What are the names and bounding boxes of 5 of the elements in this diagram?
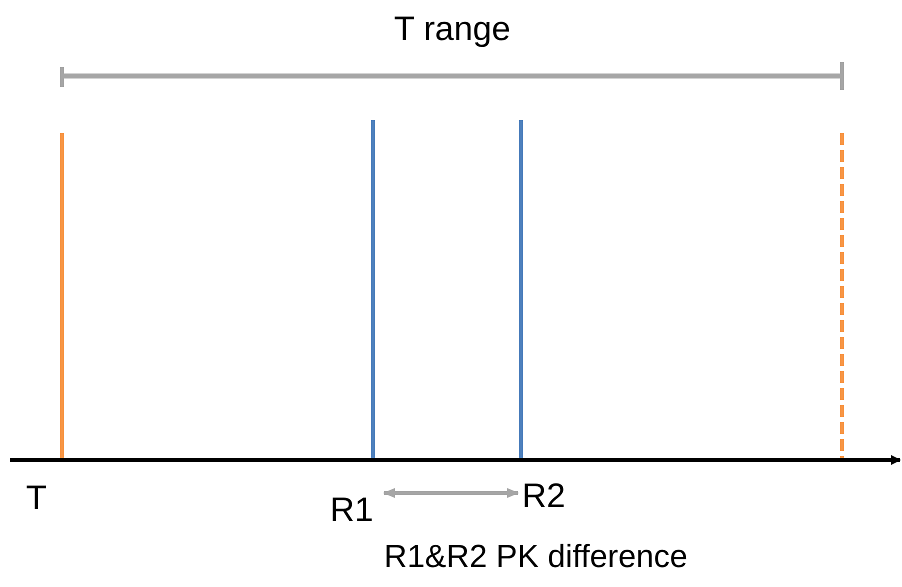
- axis-label: T: [26, 481, 47, 515]
- dimension-label: R1&R2 PK difference: [384, 540, 688, 572]
- axis-label: R1: [330, 493, 374, 527]
- axis-label: R2: [522, 479, 566, 513]
- range-label: T range: [394, 12, 511, 46]
